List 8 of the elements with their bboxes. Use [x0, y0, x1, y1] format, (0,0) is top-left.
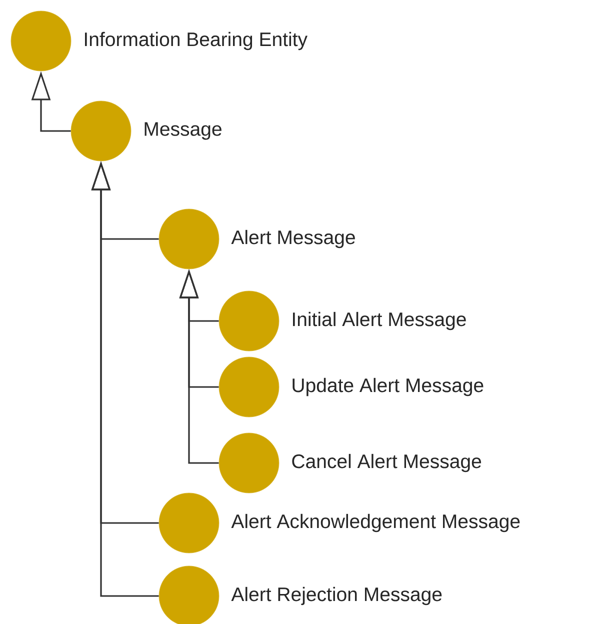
class-label: Alert Rejection Message [231, 586, 442, 606]
class-label: Alert Message [231, 230, 355, 248]
class-label: Information Bearing Entity [85, 32, 308, 50]
class-label: Cancel Alert Message [292, 454, 482, 472]
class-label: Alert Acknowledgement Message [231, 514, 520, 532]
class-label: Initial Alert Message [293, 312, 466, 330]
class-label: Message [144, 122, 222, 140]
class-label: Update Alert Message [292, 378, 484, 396]
